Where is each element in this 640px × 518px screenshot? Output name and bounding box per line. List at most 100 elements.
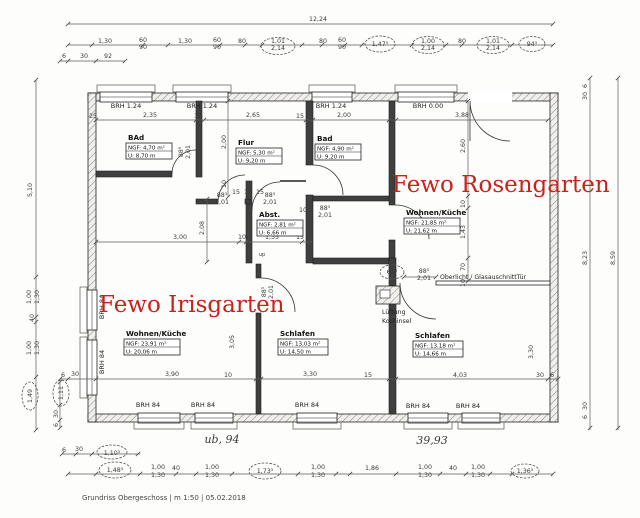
dim-door: 2,01 [263,199,277,206]
dim-top: 1,01 [486,38,500,45]
dim-left: 1,30 [34,341,41,355]
dim-b2: 1,00 [311,464,325,471]
room-name: Wohnen/Küche [406,208,466,217]
dim-right: 8,59 [610,251,617,265]
dim-b2: 1,30 [151,472,165,479]
dim-inner: 2,65 [246,112,260,119]
dim-right: 6 [582,84,589,88]
brh-label: BRH 1.24 [187,102,217,110]
room-umfang: U: 9,20 m [238,159,265,165]
dim-top3: 30 [80,53,88,60]
dim-top: 1,30 [98,38,112,45]
room-wohnen-kueche-irisgarten: Wohnen/Küche NGF: 23,91 m² U: 20,06 m [123,329,186,356]
brh-label: BRH 0.00 [413,102,443,110]
dim-top: 1,00 [421,38,435,45]
dim-vright: 10 [460,200,467,208]
brh-label: BRH 84 [98,295,106,319]
dim-door: 88⁵ [178,146,185,157]
dim-top: 2,14 [421,45,435,52]
dim-inner: 25 [89,113,97,120]
dim-left: 5,10 [27,183,34,197]
dimension-lines [35,23,619,475]
room-schlafen-rechts: Schlafen NGF: 13,18 m² U: 14,66 m [412,331,464,358]
dim-left: 6 [53,423,60,427]
dim-mid: 15 [232,189,240,196]
dim-right: 30 [582,402,589,410]
dim-top: 60 [139,37,147,44]
dim-top: 1,01 [271,38,285,45]
room-name: BAd [128,133,144,142]
room-schlafen-mitte: Schlafen NGF: 13,03 m² U: 14,50 m [277,329,329,356]
room-umfang: U: 20,06 m [126,350,157,356]
dim-door: 88⁵ [265,192,276,199]
dimension-text: 12,24 1,30 60 90 1,30 60 90 80 1,01 2,14… [26,16,617,479]
dimension-ticks [33,21,621,477]
dim-b1: 30 [75,446,83,453]
dim-b2: 40 [172,465,180,472]
dim-vright: 10 [460,279,467,287]
handwritten-note-right: 39,93 [416,434,448,447]
dim-mid: 10 [244,189,252,196]
room-bad1: BAd NGF: 4,70 m² U: 8,70 m [125,133,173,160]
room-ngf: NGF: 13,03 m² [280,341,320,348]
handwritten-note-left: ub, 94 [204,433,239,446]
room-flur: Flur NGF: 5,30 m² U: 9,20 m [235,138,283,165]
dim-left: 1,11 [58,386,65,400]
room-ngf: NGF: 5,30 m² [238,150,275,157]
sill-labels: BRH 1.24 BRH 1.24 BRH 1.24 BRH 0.00 BRH … [98,102,480,410]
dim-schlafen-height: 3,30 [528,345,535,359]
dim-b2: 1,48⁵ [107,467,124,474]
dim-bottomrow: 30 [536,372,544,379]
dim-top3: 6 [62,53,66,60]
annotation-fewo-irisgarten: Fewo Irisgarten [99,292,285,318]
dim-bottomrow: 4,03 [453,372,467,379]
dim-vright: 2,60 [460,139,467,153]
dim-b2: 1,00 [418,464,432,471]
dim-b2: 1,30 [471,472,485,479]
dim-top: 1,47⁵ [372,41,389,48]
room-umfang: U: 14,66 m [415,352,446,358]
annotation-fewo-rosengarten: Fewo Rosengarten [392,172,610,198]
lueftung-label: Lüftung [382,309,406,316]
room-ngf: NGF: 4,90 m² [317,146,354,153]
dim-cloud-glass: 64⁵ [387,269,398,276]
room-bad2: Bad NGF: 4,90 m² U: 9,20 m [314,134,362,161]
dim-top3: 92 [104,53,112,60]
dim-inner: 2,35 [143,112,157,119]
dim-bottomrow: 6 [550,372,554,379]
dim-door: 88⁵ [419,268,430,275]
brh-label: BRH 84 [456,402,480,410]
dim-inner: 15 [296,113,304,120]
dim-door: 2,01 [318,212,332,219]
feature-labels: Lüftung Kochinsel Oberlicht / Glasauschn… [259,252,527,325]
room-ngf: NGF: 21,85 m² [406,220,446,227]
dim-flur-height: 2,00 [221,135,228,149]
dim-door: 88⁵ [261,286,268,297]
dim-right: 8,23 [582,251,589,265]
dim-b2: 1,73⁵ [257,468,274,475]
room-name: Schlafen [415,331,450,340]
dim-top: 90 [338,44,346,51]
room-abstellraum: Abst. NGF: 2,81 m² U: 6,66 m [256,210,304,237]
title-block: Grundriss Obergeschoss | m 1:50 | 05.02.… [82,494,246,502]
dim-mid: 15 [256,189,264,196]
dim-midrow: 3,00 [173,234,187,241]
dim-left: 1,49 [27,389,34,403]
dim-left: 40 [29,314,36,322]
dim-bottomrow: 15 [364,372,372,379]
brh-label: BRH 84 [295,401,319,409]
room-name: Wohnen/Küche [126,329,186,338]
windows [79,84,512,430]
room-wohnen-kueche-rosengarten: Wohnen/Küche NGF: 21,85 m² U: 21,62 m [403,208,466,235]
dim-iris-height: 3,05 [229,335,236,349]
dim-top: 1,30 [178,38,192,45]
room-umfang: U: 14,50 m [280,350,311,356]
dim-abst-height: 2,08 [199,221,206,235]
dim-left: 1,00 [26,290,33,304]
dim-b2: 40 [449,465,457,472]
brh-label: BRH 84 [191,401,215,409]
room-name: Flur [238,138,254,147]
brh-label: BRH 84 [136,401,160,409]
dim-mid: 10 [299,207,307,214]
